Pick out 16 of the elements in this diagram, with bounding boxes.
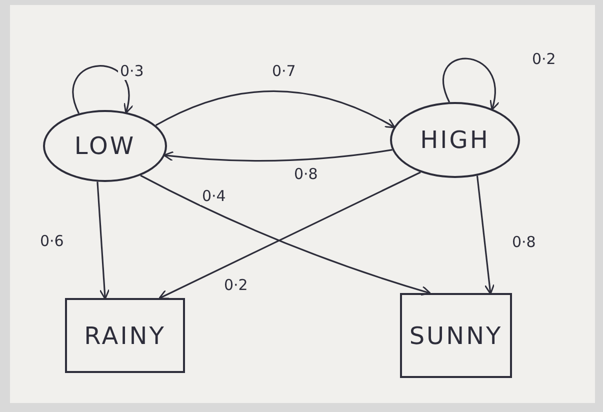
transition-arrow bbox=[72, 65, 133, 114]
state-label: SUNNY bbox=[409, 322, 503, 350]
transition-arrow bbox=[96, 182, 110, 300]
observation-box bbox=[65, 298, 185, 373]
transition-arrow bbox=[155, 90, 396, 128]
state-ellipse bbox=[390, 102, 520, 178]
edge-label: 0·3 bbox=[118, 62, 146, 80]
state-ellipse bbox=[43, 110, 167, 182]
state-label: LOW bbox=[74, 132, 136, 160]
state-label: RAINY bbox=[84, 322, 166, 350]
transition-arrow bbox=[163, 149, 392, 162]
edge-label: 0·4 bbox=[200, 187, 228, 205]
transition-arrow bbox=[442, 58, 499, 110]
observation-box bbox=[400, 293, 512, 378]
transition-arrow bbox=[476, 176, 495, 295]
state-label: HIGH bbox=[420, 126, 490, 154]
